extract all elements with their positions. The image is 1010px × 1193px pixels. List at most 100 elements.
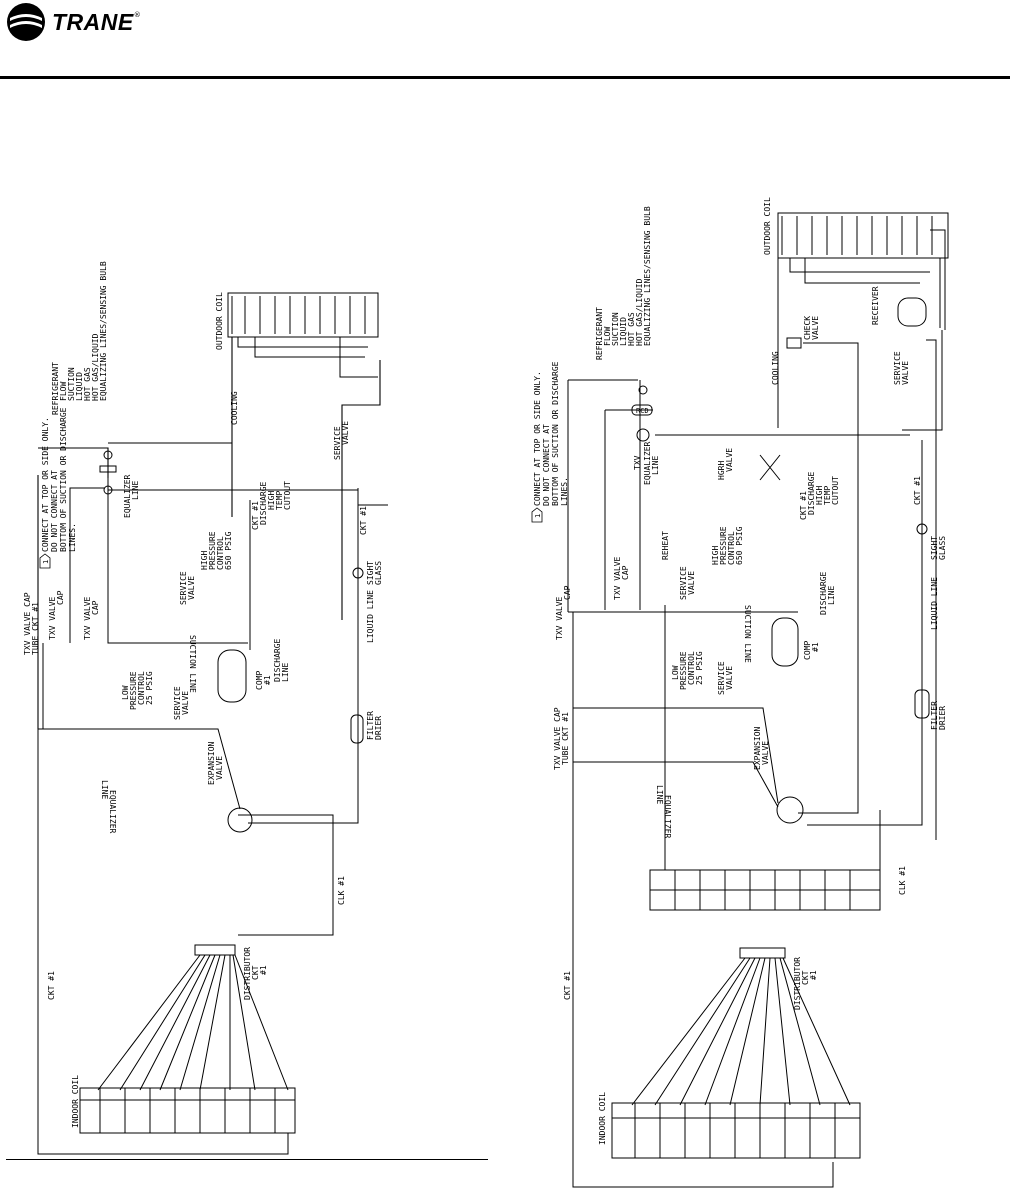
- svg-text:FLOW: FLOW: [59, 382, 68, 401]
- svg-text:SERVICE: SERVICE: [173, 686, 182, 720]
- page-header: TRANE ®: [0, 0, 1010, 80]
- left-refrigerant-diagram: 1 CONNECT AT TOP OR SIDE ONLY. DO NOT CO…: [23, 261, 388, 1155]
- svg-text:LIQUID: LIQUID: [75, 372, 84, 401]
- svg-text:LIQUID LINE: LIQUID LINE: [930, 577, 939, 630]
- svg-text:DRIER: DRIER: [938, 706, 947, 730]
- svg-text:FILTER: FILTER: [930, 701, 939, 730]
- right-compressor-icon: [771, 617, 799, 667]
- svg-text:COOLING: COOLING: [230, 391, 239, 425]
- svg-text:VALVE: VALVE: [811, 316, 820, 340]
- right-distributor: [631, 947, 851, 1106]
- svg-text:SERVICE: SERVICE: [179, 571, 188, 605]
- svg-text:CONNECT AT TOP OR SIDE ONLY.: CONNECT AT TOP OR SIDE ONLY.: [41, 417, 50, 552]
- svg-text:FILTER: FILTER: [366, 711, 375, 740]
- svg-text:VALVE: VALVE: [341, 421, 350, 445]
- svg-text:LINE: LINE: [827, 586, 836, 605]
- svg-text:TXV: TXV: [633, 455, 642, 470]
- svg-text:EQUALIZER: EQUALIZER: [123, 474, 132, 518]
- svg-text:650 PSIG: 650 PSIG: [224, 531, 233, 570]
- svg-text:PRESSURE: PRESSURE: [719, 526, 728, 565]
- svg-text:COOLING: COOLING: [771, 351, 780, 385]
- svg-text:INDOOR COIL: INDOOR COIL: [71, 1075, 80, 1128]
- svg-text:LINE: LINE: [651, 456, 660, 475]
- left-outdoor-coil: [227, 292, 379, 378]
- svg-text:VALVE: VALVE: [725, 448, 734, 472]
- left-distributor: [97, 944, 289, 1091]
- trane-circle-icon: [7, 3, 45, 41]
- svg-text:LINE: LINE: [100, 780, 109, 799]
- svg-text:EQUALIZER: EQUALIZER: [108, 790, 117, 834]
- svg-text:SUCTION: SUCTION: [611, 312, 620, 346]
- svg-text:GLASS: GLASS: [938, 536, 947, 560]
- svg-text:CONTROL: CONTROL: [687, 651, 696, 685]
- svg-text:VALVE: VALVE: [761, 741, 770, 765]
- svg-text:EQUALIZING LINES/SENSING BULB: EQUALIZING LINES/SENSING BULB: [99, 261, 108, 401]
- svg-text:BOTTOM OF SUCTION OR DISCHARGE: BOTTOM OF SUCTION OR DISCHARGE: [551, 361, 560, 506]
- right-outdoor-coil: [777, 212, 949, 330]
- svg-text:CKT #1: CKT #1: [47, 971, 56, 1000]
- svg-text:CAP: CAP: [91, 600, 100, 615]
- svg-text:EXPANSION: EXPANSION: [753, 726, 762, 770]
- svg-text:EQUALIZER: EQUALIZER: [643, 441, 652, 485]
- svg-text:COMP: COMP: [255, 671, 264, 690]
- svg-text:VALVE: VALVE: [901, 361, 910, 385]
- svg-text:CLK #1: CLK #1: [898, 866, 907, 895]
- brand-name: TRANE: [52, 8, 134, 35]
- svg-text:CUTOUT: CUTOUT: [283, 481, 292, 510]
- svg-text:CKT #1: CKT #1: [913, 476, 922, 505]
- rcd-icon: [631, 404, 653, 416]
- left-legend: REFRIGERANT FLOW SUCTION LIQUID HOT GAS …: [51, 261, 108, 415]
- right-indoor-coil: [611, 1102, 861, 1159]
- svg-text:#1: #1: [811, 642, 820, 652]
- svg-text:COMP: COMP: [803, 641, 812, 660]
- svg-text:TXV VALVE: TXV VALVE: [613, 556, 622, 600]
- svg-text:DO NOT CONNECT AT: DO NOT CONNECT AT: [50, 470, 59, 552]
- svg-text:25 PSIG: 25 PSIG: [145, 671, 154, 705]
- svg-text:FLOW: FLOW: [603, 327, 612, 346]
- svg-text:HGRH: HGRH: [717, 461, 726, 480]
- svg-text:CKT: CKT: [801, 970, 810, 985]
- svg-text:#1: #1: [809, 970, 818, 980]
- svg-text:PRESSURE: PRESSURE: [679, 651, 688, 690]
- svg-text:TEMP: TEMP: [823, 486, 832, 505]
- svg-text:VALVE: VALVE: [187, 576, 196, 600]
- svg-text:DISCHARGE: DISCHARGE: [273, 638, 282, 682]
- left-note-1: 1 CONNECT AT TOP OR SIDE ONLY. DO NOT CO…: [39, 407, 77, 569]
- svg-text:EQUALIZER: EQUALIZER: [663, 795, 672, 839]
- svg-text:1: 1: [42, 560, 50, 564]
- svg-text:PRESSURE: PRESSURE: [129, 671, 138, 710]
- svg-text:SUCTION: SUCTION: [67, 367, 76, 401]
- svg-text:EXPANSION: EXPANSION: [207, 741, 216, 785]
- svg-text:TUBE CKT #1: TUBE CKT #1: [31, 602, 40, 655]
- left-compressor-icon: [217, 649, 247, 703]
- right-legend: REFRIGERANT FLOW SUCTION LIQUID HOT GAS …: [595, 206, 652, 360]
- svg-text:HIGH: HIGH: [200, 551, 209, 570]
- trane-logo: TRANE ®: [6, 2, 141, 42]
- svg-text:CONTROL: CONTROL: [727, 531, 736, 565]
- svg-text:LINES.: LINES.: [68, 523, 77, 552]
- svg-text:GLASS: GLASS: [374, 561, 383, 585]
- svg-text:OUTDOOR COIL: OUTDOOR COIL: [215, 292, 224, 350]
- footer-rule: [6, 1159, 488, 1160]
- svg-text:RECEIVER: RECEIVER: [871, 286, 880, 325]
- svg-text:RCD: RCD: [636, 407, 649, 415]
- svg-text:DISCHARGE: DISCHARGE: [819, 571, 828, 615]
- svg-text:CONNECT AT TOP OR SIDE ONLY.: CONNECT AT TOP OR SIDE ONLY.: [533, 371, 542, 506]
- trademark: ®: [133, 11, 141, 19]
- svg-text:VALVE: VALVE: [687, 571, 696, 595]
- svg-text:SIGHT: SIGHT: [930, 536, 939, 560]
- svg-text:HOT GAS: HOT GAS: [627, 312, 636, 346]
- svg-text:LINE: LINE: [655, 785, 664, 804]
- svg-text:VALVE: VALVE: [215, 756, 224, 780]
- svg-text:SIGHT: SIGHT: [366, 561, 375, 585]
- svg-text:HIGH: HIGH: [815, 486, 824, 505]
- svg-text:LIQUID: LIQUID: [619, 317, 628, 346]
- svg-text:TEMP: TEMP: [275, 491, 284, 510]
- svg-text:DISCHARGE: DISCHARGE: [259, 481, 268, 525]
- svg-text:HOT GAS: HOT GAS: [83, 367, 92, 401]
- svg-text:CKT #1: CKT #1: [251, 501, 260, 530]
- svg-text:CKT #1: CKT #1: [359, 506, 368, 535]
- svg-text:650 PSIG: 650 PSIG: [735, 526, 744, 565]
- svg-text:#1: #1: [263, 675, 272, 685]
- svg-text:TXV VALVE: TXV VALVE: [555, 596, 564, 640]
